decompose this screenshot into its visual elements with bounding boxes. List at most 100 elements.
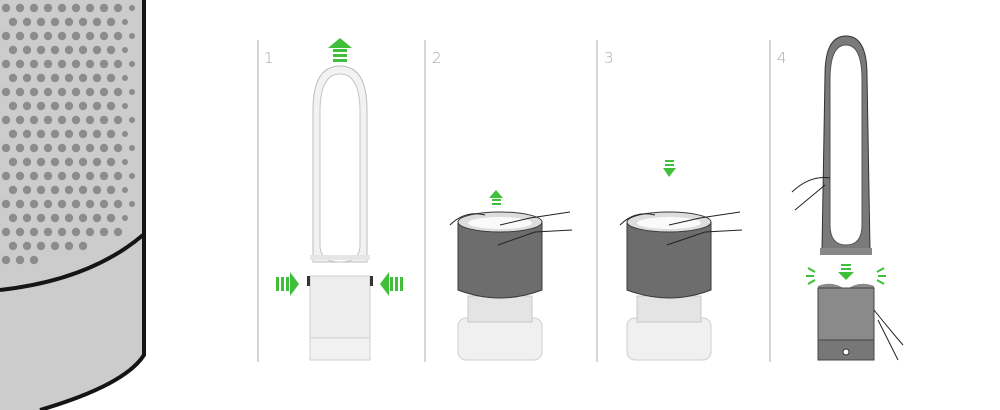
perforation-dot bbox=[78, 17, 88, 27]
perforation-dot bbox=[1, 255, 11, 265]
perforation-dot bbox=[29, 59, 39, 69]
perforation-dot bbox=[64, 213, 74, 223]
perforation-dot bbox=[1, 31, 11, 41]
perforation-dot bbox=[15, 171, 25, 181]
perforation-dot bbox=[36, 157, 46, 167]
perforation-dot bbox=[50, 129, 60, 139]
perforation-dot bbox=[78, 157, 88, 167]
perforation-dot bbox=[85, 115, 95, 125]
perforation-dot bbox=[78, 241, 88, 251]
perforation-dot bbox=[106, 101, 116, 111]
lift-filter-arrow-icon bbox=[489, 190, 503, 205]
perforation-dot bbox=[71, 31, 81, 41]
perforation-dot bbox=[113, 3, 123, 13]
perforation-dot bbox=[50, 17, 60, 27]
perforation-dot bbox=[50, 73, 60, 83]
perforation-dot bbox=[8, 185, 18, 195]
perforation-dot bbox=[64, 73, 74, 83]
perforation-dot bbox=[92, 157, 102, 167]
perforation-dot bbox=[64, 157, 74, 167]
perforation-dot bbox=[50, 241, 60, 251]
perforation-dot bbox=[29, 227, 39, 237]
perforation-dots bbox=[1, 3, 135, 265]
lower-tower-arrow-icon bbox=[838, 264, 854, 280]
step-dividers bbox=[257, 40, 771, 362]
perforation-dot bbox=[106, 213, 116, 223]
insert-filter-arrow-icon bbox=[663, 160, 676, 177]
perforation-dot bbox=[85, 227, 95, 237]
perforation-dot bbox=[22, 17, 32, 27]
perforation-dot bbox=[122, 103, 128, 109]
perforation-dot bbox=[1, 115, 11, 125]
step-2-illustration bbox=[449, 190, 573, 361]
perforation-dot bbox=[99, 199, 109, 209]
perforation-dot bbox=[85, 171, 95, 181]
perforation-dot bbox=[29, 3, 39, 13]
perforation-dot bbox=[57, 199, 67, 209]
perforation-dot bbox=[43, 59, 53, 69]
perforation-dot bbox=[22, 45, 32, 55]
perforation-dot bbox=[122, 131, 128, 137]
purifier-closeup bbox=[0, 0, 146, 410]
perforation-dot bbox=[43, 115, 53, 125]
perforation-dot bbox=[15, 115, 25, 125]
perforation-dot bbox=[71, 227, 81, 237]
perforation-dot bbox=[92, 45, 102, 55]
perforation-dot bbox=[92, 213, 102, 223]
perforation-dot bbox=[36, 17, 46, 27]
perforation-dot bbox=[50, 213, 60, 223]
perforation-dot bbox=[122, 215, 128, 221]
perforation-dot bbox=[78, 185, 88, 195]
perforation-dot bbox=[106, 17, 116, 27]
perforation-dot bbox=[64, 101, 74, 111]
perforation-dot bbox=[85, 3, 95, 13]
perforation-dot bbox=[8, 241, 18, 251]
perforation-dot bbox=[78, 73, 88, 83]
perforation-dot bbox=[57, 227, 67, 237]
perforation-dot bbox=[78, 129, 88, 139]
perforation-dot bbox=[78, 101, 88, 111]
perforation-dot bbox=[85, 59, 95, 69]
lift-up-arrow-icon bbox=[328, 38, 352, 62]
perforation-dot bbox=[15, 59, 25, 69]
perforation-dot bbox=[113, 171, 123, 181]
perforation-dot bbox=[71, 199, 81, 209]
perforation-dot bbox=[57, 115, 67, 125]
perforation-dot bbox=[29, 143, 39, 153]
step-number-3: 3 bbox=[604, 49, 614, 67]
perforation-dot bbox=[92, 17, 102, 27]
perforation-dot bbox=[106, 185, 116, 195]
perforation-dot bbox=[106, 45, 116, 55]
perforation-dot bbox=[85, 143, 95, 153]
perforation-dot bbox=[122, 19, 128, 25]
perforation-dot bbox=[57, 31, 67, 41]
perforation-dot bbox=[15, 255, 25, 265]
perforation-dot bbox=[113, 87, 123, 97]
perforation-dot bbox=[36, 129, 46, 139]
perforation-dot bbox=[36, 185, 46, 195]
perforation-dot bbox=[8, 101, 18, 111]
perforation-dot bbox=[15, 199, 25, 209]
perforation-dot bbox=[129, 145, 135, 151]
perforation-dot bbox=[8, 213, 18, 223]
perforation-dot bbox=[8, 17, 18, 27]
perforation-dot bbox=[64, 129, 74, 139]
perforation-dot bbox=[57, 171, 67, 181]
perforation-dot bbox=[50, 157, 60, 167]
perforation-dot bbox=[113, 31, 123, 41]
step-number-2: 2 bbox=[432, 49, 442, 67]
perforation-dot bbox=[122, 75, 128, 81]
perforation-dot bbox=[1, 3, 11, 13]
perforation-dot bbox=[29, 115, 39, 125]
perforation-dot bbox=[22, 185, 32, 195]
perforation-dot bbox=[22, 129, 32, 139]
perforation-dot bbox=[1, 171, 11, 181]
perforation-dot bbox=[122, 187, 128, 193]
perforation-dot bbox=[99, 87, 109, 97]
perforation-dot bbox=[43, 3, 53, 13]
perforation-dot bbox=[92, 101, 102, 111]
perforation-dot bbox=[1, 59, 11, 69]
perforation-dot bbox=[71, 115, 81, 125]
perforation-dot bbox=[43, 199, 53, 209]
step-1-illustration bbox=[276, 38, 403, 361]
